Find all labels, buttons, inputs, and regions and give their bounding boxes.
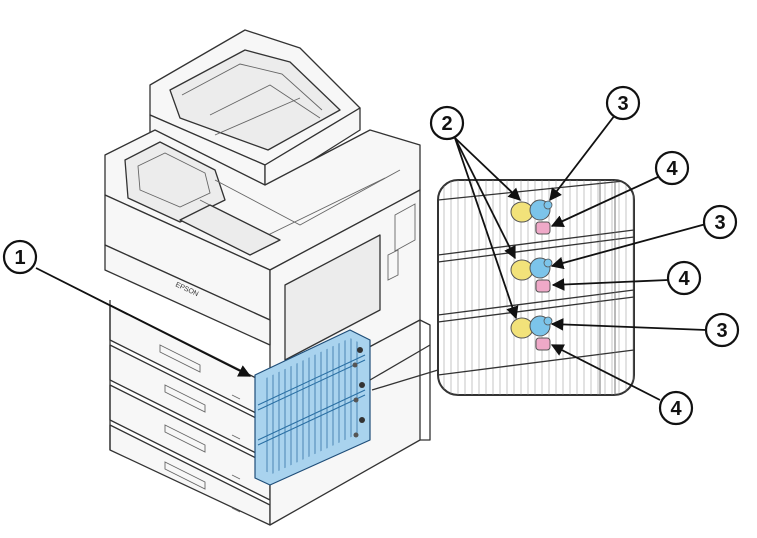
side-door (284, 234, 381, 361)
zoom-line-bottom (371, 369, 439, 391)
svg-text:1: 1 (14, 247, 25, 269)
control-panel (124, 141, 226, 223)
roller-group-top (510, 199, 553, 235)
callout-3-middle: 3 (702, 204, 738, 240)
callout-3-bottom: 3 (704, 312, 740, 348)
zoom-line-top (369, 344, 431, 381)
callout-4-bottom: 4 (658, 390, 694, 426)
svg-text:4: 4 (678, 268, 690, 290)
svg-text:3: 3 (716, 320, 727, 342)
blue-panel-assembly (254, 329, 371, 486)
callout-4-top: 4 (654, 150, 690, 186)
callout-4-middle: 4 (666, 260, 702, 296)
callout-1: 1 (2, 239, 38, 275)
zoom-detail (437, 179, 635, 396)
roller-group-bottom (510, 315, 553, 351)
svg-text:4: 4 (670, 398, 682, 420)
svg-text:4: 4 (666, 158, 678, 180)
roller-group-middle (510, 257, 553, 293)
svg-text:2: 2 (441, 113, 452, 135)
callout-2: 2 (429, 105, 465, 141)
leader-lines (35, 114, 707, 401)
callout-3-top: 3 (605, 85, 641, 121)
svg-text:3: 3 (714, 212, 725, 234)
svg-text:3: 3 (617, 93, 628, 115)
